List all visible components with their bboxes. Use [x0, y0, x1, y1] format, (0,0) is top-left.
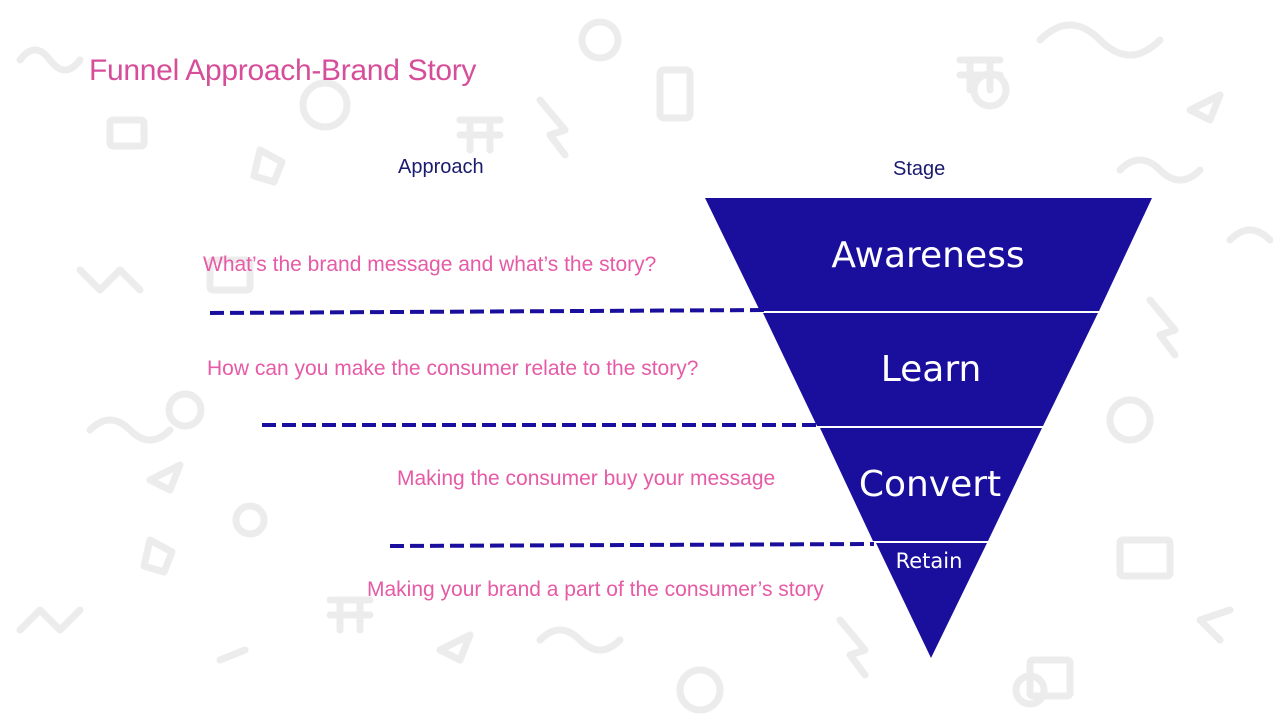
approach-column-header: Approach [398, 156, 484, 178]
stage-label-retain: Retain [896, 549, 963, 573]
approach-text-retain: Making your brand a part of the consumer… [367, 578, 824, 601]
funnel-segment-learn [763, 313, 1098, 426]
funnel-segment-retain [876, 543, 987, 658]
separator-dashes-3 [389, 542, 875, 548]
approach-text-awareness: What’s the brand message and what’s the … [203, 253, 657, 276]
approach-text-learn: How can you make the consumer relate to … [207, 357, 699, 380]
stage-label-learn: Learn [881, 349, 982, 390]
stage-label-convert: Convert [859, 464, 1001, 505]
funnel-segment-convert [820, 428, 1042, 541]
page-title: Funnel Approach-Brand Story [89, 54, 477, 87]
stage-label-awareness: Awareness [831, 235, 1024, 276]
approach-text-convert: Making the consumer buy your message [397, 467, 776, 490]
funnel-segment-awareness [705, 198, 1152, 311]
separator-dashes-1 [209, 308, 766, 315]
stage-column-header: Stage [893, 158, 946, 180]
